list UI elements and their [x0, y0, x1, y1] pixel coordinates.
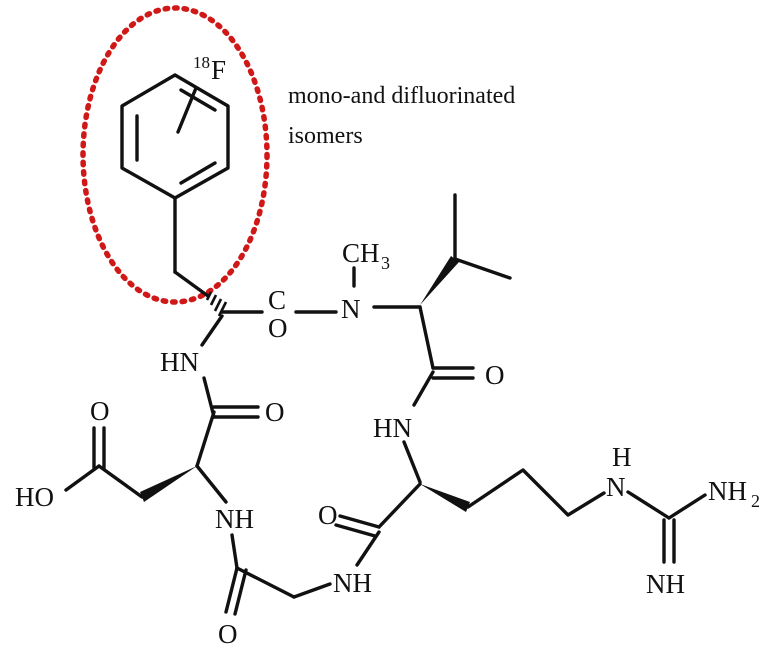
benzyl-bond-2: [173, 270, 210, 298]
nh-gly-label: NH: [333, 568, 372, 598]
guan-n-to-c: [626, 490, 671, 520]
arg-co-2: [334, 523, 377, 538]
hn-to-asp-carbonyl: [202, 376, 216, 419]
arg-carbonyl-to-nh: [355, 530, 381, 567]
nh-asp-label: NH: [215, 504, 254, 534]
val-carbonyl-to-hn: [412, 370, 435, 407]
gly-to-asp-nh: [230, 533, 239, 570]
hashed-stereo-bond: [205, 291, 228, 317]
o-arg-amide-label: O: [318, 500, 338, 530]
arg-wedge: [420, 484, 470, 512]
methyl-subscript: 3: [381, 253, 390, 273]
nh2-guan-label: NH: [708, 476, 747, 506]
hn-to-arg-alpha: [402, 440, 422, 484]
acid-c-to-oh: [64, 464, 101, 492]
o-asp-amide-label: O: [265, 397, 285, 427]
o-acid-label: O: [90, 396, 110, 426]
val-to-carbonyl: [418, 305, 435, 370]
nh2-subscript: 2: [751, 491, 760, 511]
ho-acid-label: HO: [15, 482, 54, 512]
guan-c-to-nh2: [667, 493, 707, 520]
hn-phe-label: HN: [160, 347, 199, 377]
o-val-label: O: [485, 360, 505, 390]
benzene-ring: [120, 73, 230, 200]
asp-ch2-to-cooh: [97, 464, 144, 499]
n-guan-label: N: [606, 472, 626, 502]
val-isopropyl-2: [453, 257, 512, 280]
o-gly-label: O: [218, 619, 238, 644]
arg-side-chain: [466, 468, 606, 517]
val-wedge: [420, 256, 459, 305]
arg-co-1: [338, 514, 381, 529]
asp-carbonyl-to-alpha: [195, 410, 216, 468]
annotation-line2: isomers: [288, 123, 363, 149]
fluorine-bond: [176, 86, 198, 134]
annotation-line1: mono-and difluorinated: [288, 83, 515, 109]
arg-to-carbonyl: [377, 482, 422, 529]
fluorine-isotope-label: 18: [193, 53, 210, 72]
carbonyl-c-label: C: [268, 285, 286, 315]
asp-alpha-to-nh: [195, 464, 228, 504]
h-guan-label: H: [612, 442, 632, 472]
n-methyl-label: N: [341, 294, 361, 324]
nh-guan-label: NH: [646, 569, 685, 599]
methyl-label: CH: [342, 238, 380, 268]
nh-to-gly: [292, 582, 332, 599]
hn-arg-label: HN: [373, 413, 412, 443]
carbonyl-o-label: O: [268, 313, 288, 343]
asp-wedge: [140, 466, 197, 502]
fluorine-label: F: [211, 55, 226, 85]
highlight-ellipse: [80, 5, 270, 305]
phe-to-hn: [200, 314, 224, 347]
gly-co-2: [233, 568, 248, 616]
gly-co-1: [224, 566, 239, 614]
